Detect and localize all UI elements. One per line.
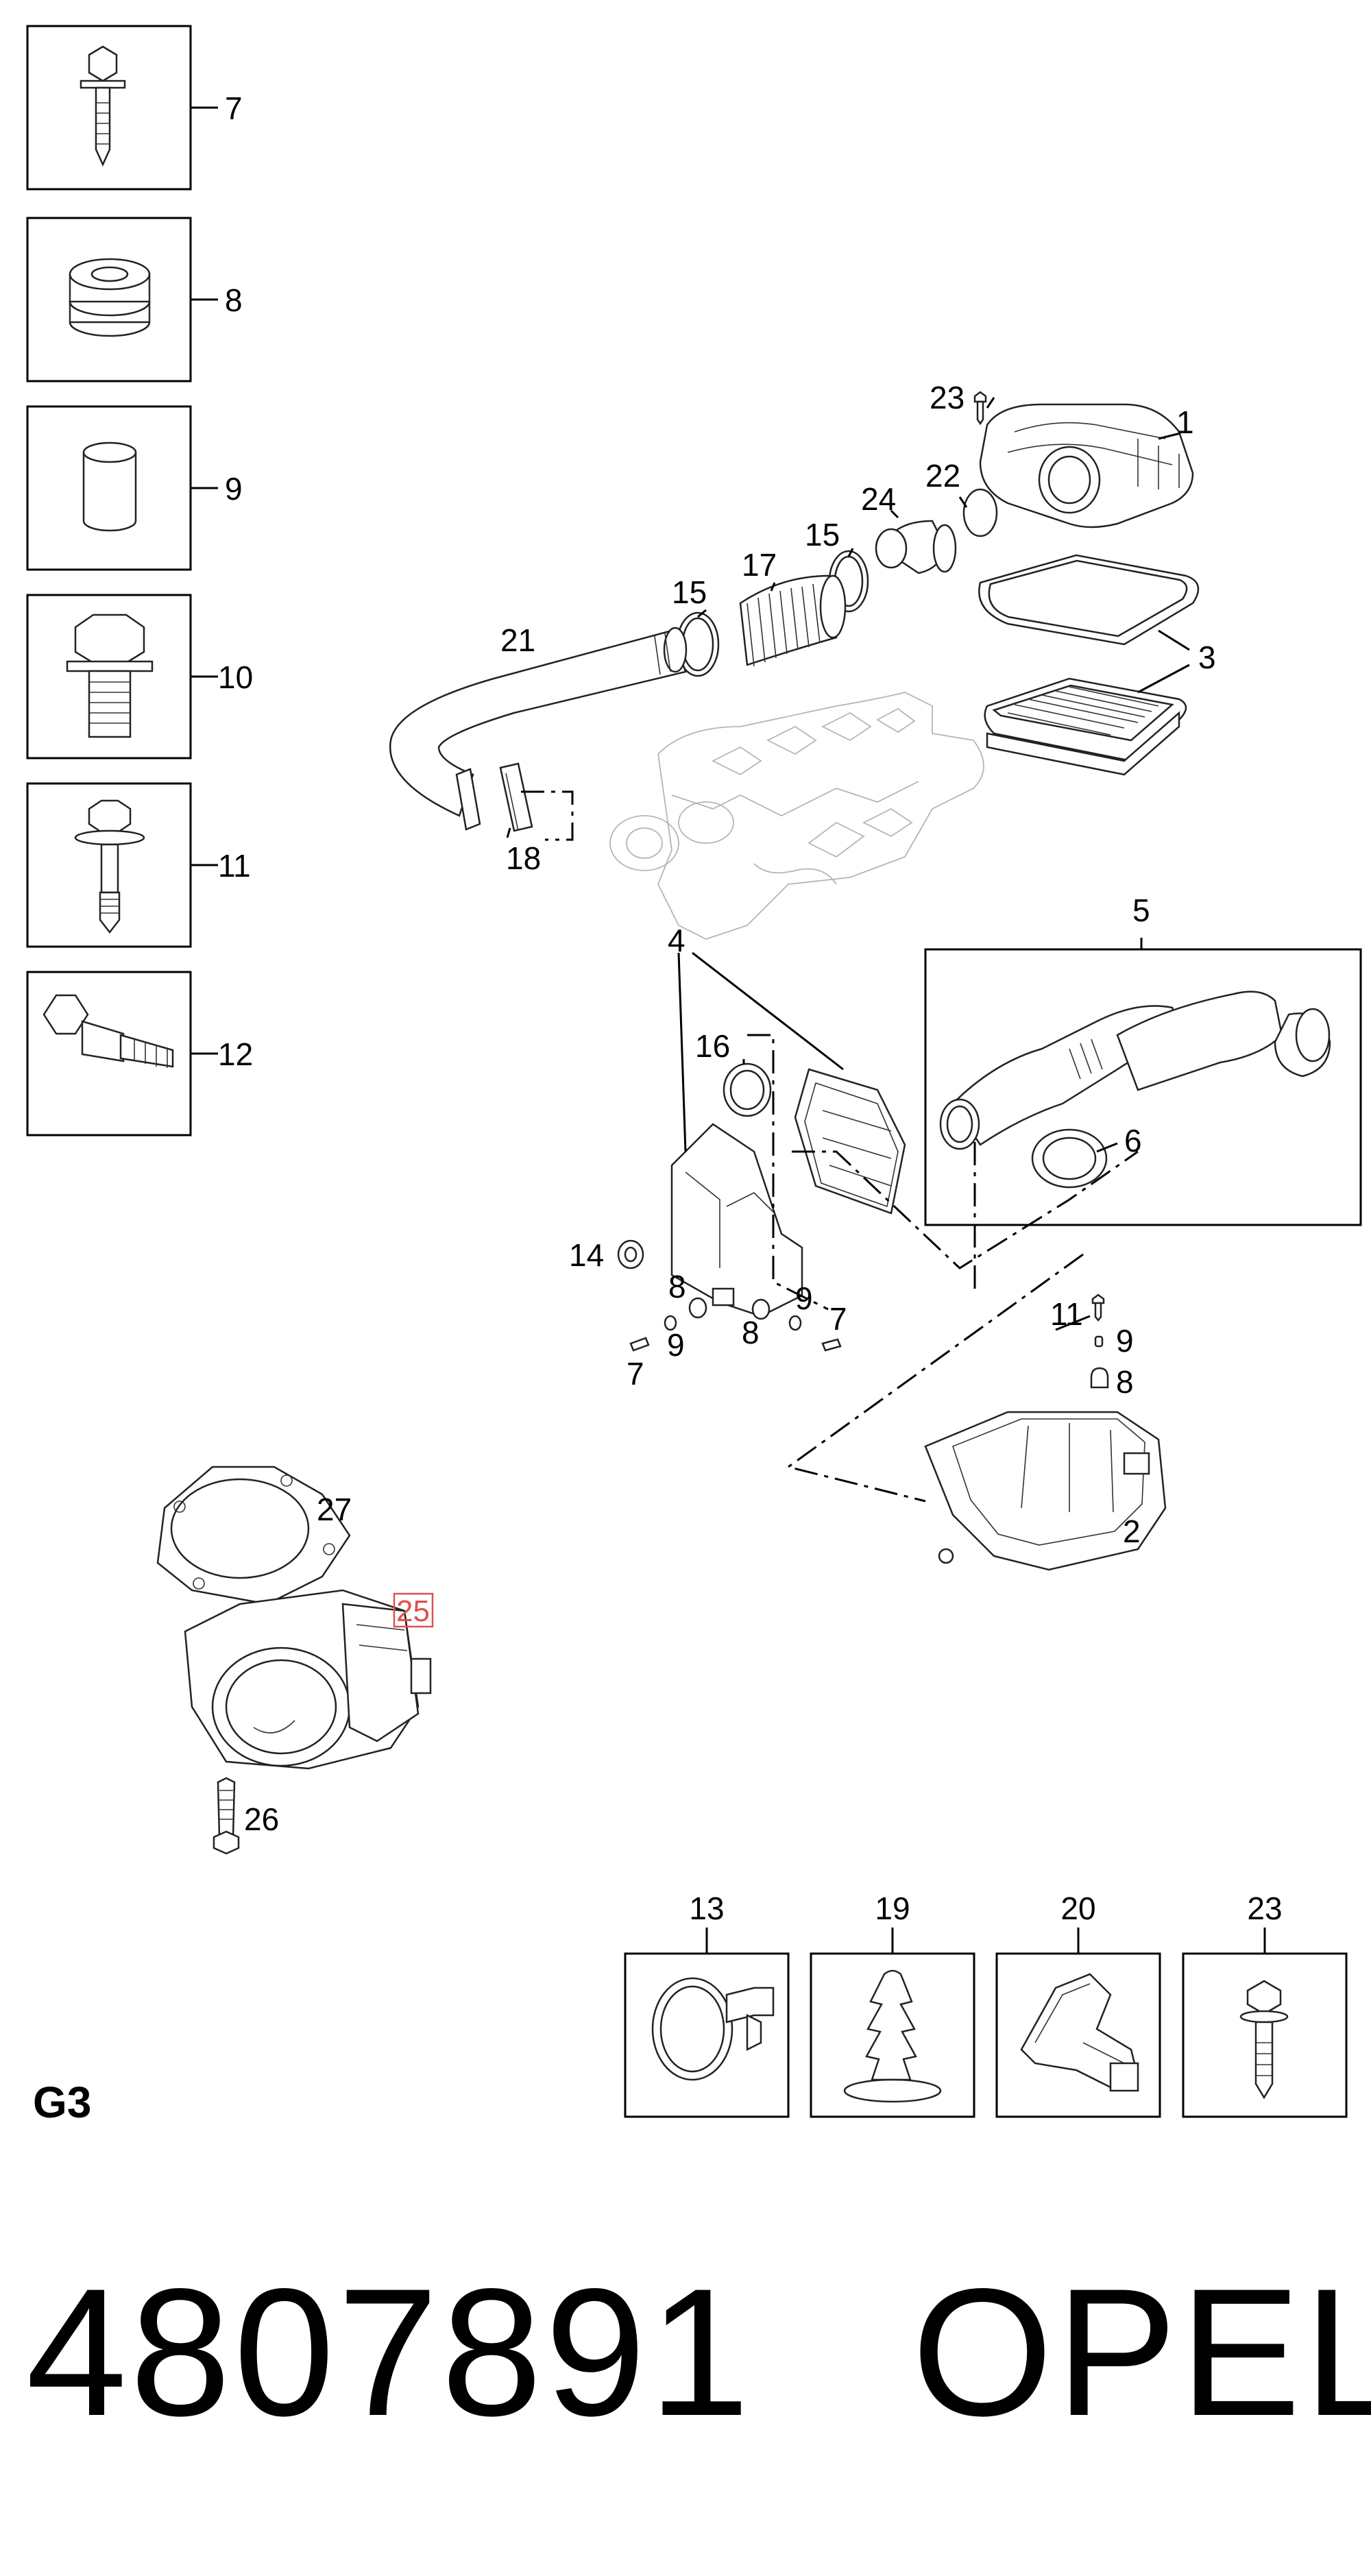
flange-screw-icon — [1239, 1980, 1289, 2100]
mass-airflow-sensor-24 — [875, 520, 957, 574]
legend-item-11: 11 — [26, 782, 251, 948]
air-filter-element — [984, 677, 1187, 776]
callout-labels: 1 2 3 4 5 6 7 7 8 8 8 9 9 9 11 14 15 15 … — [244, 380, 1216, 1837]
legend-label-20: 20 — [1060, 1891, 1095, 1926]
callout-8b: 8 — [742, 1315, 760, 1350]
hose-kit-box-5 — [924, 948, 1362, 1226]
legend-label-23: 23 — [1247, 1891, 1282, 1926]
callout-9c: 9 — [1116, 1323, 1134, 1359]
callout-27: 27 — [317, 1492, 352, 1527]
sleeve-icon — [82, 441, 137, 532]
callout-22: 22 — [925, 458, 960, 494]
engine-outline-ghost — [609, 692, 984, 940]
callout-6: 6 — [1124, 1123, 1142, 1158]
callout-18: 18 — [506, 840, 541, 876]
callout-8a: 8 — [668, 1269, 686, 1304]
callout-5: 5 — [1132, 892, 1150, 928]
intake-duct-21 — [389, 627, 688, 817]
legend-item-19: 19 — [810, 1891, 975, 2118]
legend-item-23: 23 — [1182, 1891, 1348, 2118]
brand-name: OPEL — [912, 2251, 1371, 2454]
air-cleaner-cover — [979, 403, 1194, 528]
throttle-body-25 — [184, 1589, 432, 1770]
legend-label-9: 9 — [225, 471, 243, 507]
callout-24: 24 — [861, 481, 896, 517]
legend-item-9: 9 — [26, 405, 243, 571]
seal-18 — [455, 762, 533, 832]
grommet-14 — [617, 1239, 644, 1269]
callout-14: 14 — [569, 1237, 604, 1273]
callout-16: 16 — [695, 1028, 730, 1064]
callout-3: 3 — [1198, 640, 1216, 675]
bolt-26 — [213, 1777, 240, 1855]
sheet-code: G3 — [33, 2078, 92, 2127]
callout-26: 26 — [244, 1801, 279, 1837]
legend-label-10: 10 — [218, 659, 253, 695]
callout-25-highlighted: 25 — [393, 1592, 434, 1628]
small-hardware-center — [629, 1297, 842, 1352]
push-pin-icon — [651, 1977, 775, 2081]
hex-bolt-icon — [66, 613, 154, 738]
legend-item-7: 7 — [26, 25, 243, 191]
legend-label-7: 7 — [225, 90, 243, 126]
legend-label-11: 11 — [218, 848, 251, 884]
callout-25: 25 — [396, 1594, 430, 1628]
air-cleaner-housing-2 — [924, 1411, 1167, 1571]
dashed-connections — [521, 790, 1139, 1503]
legend-item-13: 13 — [624, 1891, 790, 2118]
leader-lines — [506, 397, 1190, 1331]
o-ring-22 — [962, 488, 998, 537]
legend-label-12: 12 — [218, 1036, 253, 1072]
callout-8c: 8 — [1116, 1364, 1134, 1400]
callout-9a: 9 — [667, 1327, 685, 1363]
callout-2: 2 — [1123, 1514, 1141, 1549]
callout-9b: 9 — [795, 1280, 813, 1316]
seal-16 — [723, 1062, 772, 1117]
legend-item-12: 12 — [26, 971, 253, 1137]
bolt-icon — [80, 45, 126, 167]
callout-7a: 7 — [627, 1356, 644, 1392]
callout-7b: 7 — [829, 1301, 847, 1337]
part-number: 4807891 — [26, 2251, 753, 2454]
filter-gasket-3 — [978, 554, 1200, 646]
legend-item-8: 8 — [26, 217, 243, 382]
legend-label-8: 8 — [225, 282, 243, 318]
small-hardware-right — [1090, 1293, 1109, 1389]
resonator-17 — [739, 574, 847, 667]
air-box-bracket-4 — [670, 1123, 803, 1317]
callout-1: 1 — [1176, 404, 1194, 440]
callout-17: 17 — [742, 547, 777, 583]
stud-bolt-icon — [43, 994, 174, 1068]
gasket-27 — [156, 1466, 351, 1605]
callout-11: 11 — [1050, 1296, 1083, 1332]
clamp-15a — [676, 611, 720, 677]
callout-15b: 15 — [805, 517, 840, 552]
callout-23: 23 — [930, 380, 964, 415]
legend-label-19: 19 — [875, 1891, 910, 1926]
legend-label-13: 13 — [689, 1891, 724, 1926]
screw-23 — [973, 391, 987, 426]
air-box-duct-4 — [794, 1068, 906, 1215]
fir-tree-clip-icon — [843, 1969, 942, 2103]
bracket-icon — [1020, 1973, 1139, 2092]
legend-item-10: 10 — [26, 594, 253, 760]
legend-item-20: 20 — [995, 1891, 1161, 2118]
callout-15a: 15 — [672, 574, 707, 610]
flange-bolt-icon — [74, 799, 145, 934]
callout-21: 21 — [500, 622, 535, 658]
grommet-icon — [69, 258, 151, 337]
callout-4: 4 — [668, 923, 686, 958]
